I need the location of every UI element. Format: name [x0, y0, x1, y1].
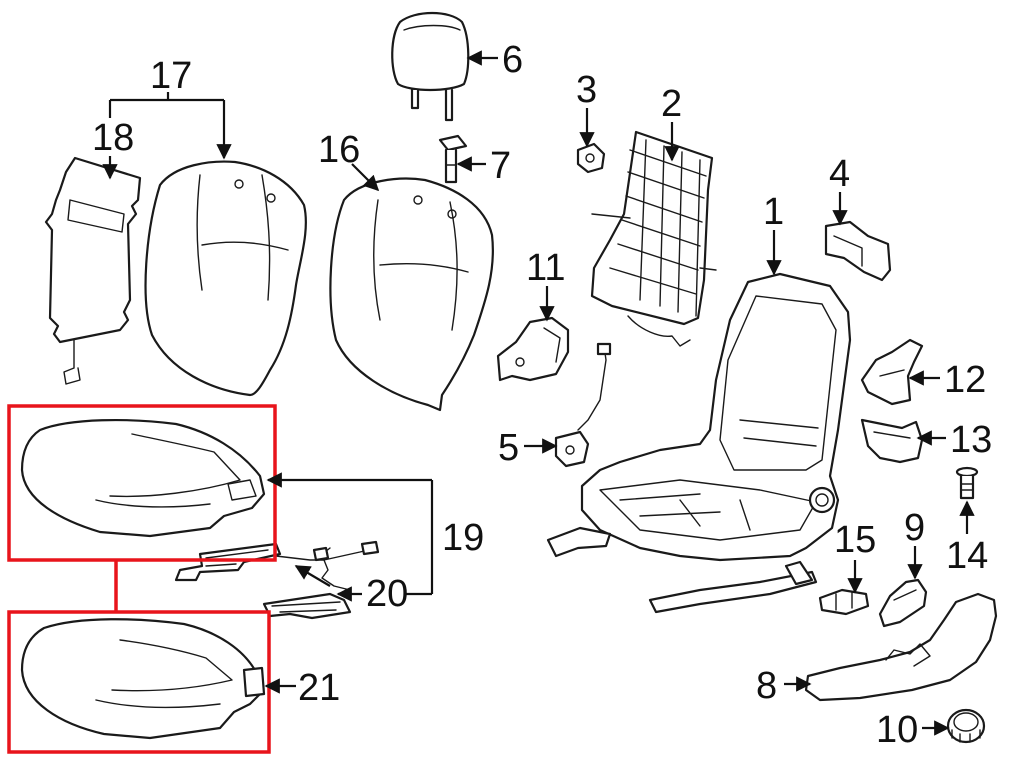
part-3-clip[interactable] — [576, 142, 606, 174]
part-18-seatback-board[interactable] — [44, 156, 142, 385]
callout-1: 1 — [763, 191, 784, 233]
part-5-sensor[interactable] — [554, 342, 612, 468]
callout-15: 15 — [834, 519, 876, 561]
callout-17: 17 — [150, 55, 192, 97]
callout-12: 12 — [944, 359, 986, 401]
part-10-knob[interactable] — [946, 708, 986, 744]
callout-8: 8 — [756, 665, 777, 707]
part-14-screw[interactable] — [955, 466, 979, 500]
part-21-seat-cushion-pad[interactable] — [20, 618, 266, 740]
part-1-seat-frame[interactable] — [546, 272, 852, 614]
callout-9: 9 — [904, 507, 925, 549]
callout-18: 18 — [92, 117, 134, 159]
callout-11: 11 — [526, 247, 565, 289]
part-15-clip[interactable] — [818, 588, 870, 616]
callout-13: 13 — [950, 419, 992, 461]
callout-20: 20 — [366, 573, 408, 615]
callout-5: 5 — [498, 427, 519, 469]
part-13-cover[interactable] — [860, 418, 924, 464]
callout-2: 2 — [661, 83, 682, 125]
part-8-side-shield[interactable] — [804, 592, 998, 702]
callout-10: 10 — [876, 709, 918, 751]
part-7-headrest-guide[interactable] — [438, 134, 468, 184]
leader-lines — [102, 50, 975, 736]
part-20-seat-heater[interactable] — [174, 540, 380, 620]
part-2-seatback-spring[interactable] — [590, 130, 717, 347]
part-9-knob-cover[interactable] — [878, 578, 928, 628]
part-19-seat-cushion-cover[interactable] — [20, 418, 266, 538]
part-16-seatback-pad[interactable] — [329, 177, 494, 412]
part-4-bracket[interactable] — [824, 220, 892, 282]
callout-4: 4 — [829, 153, 850, 195]
part-12-cover[interactable] — [860, 338, 924, 406]
part-17-seatback-cover[interactable] — [144, 160, 307, 397]
callout-14: 14 — [946, 535, 988, 577]
callout-19: 19 — [442, 517, 484, 559]
part-11-bracket[interactable] — [496, 316, 570, 382]
callout-6: 6 — [502, 39, 523, 81]
callout-labels: 17 18 16 6 7 3 2 4 1 11 5 12 13 14 15 9 … — [92, 39, 992, 751]
callout-7: 7 — [490, 145, 511, 187]
callout-21: 21 — [298, 667, 340, 709]
callout-16: 16 — [318, 129, 360, 171]
part-6-headrest[interactable] — [391, 12, 470, 122]
callout-3: 3 — [576, 69, 597, 111]
